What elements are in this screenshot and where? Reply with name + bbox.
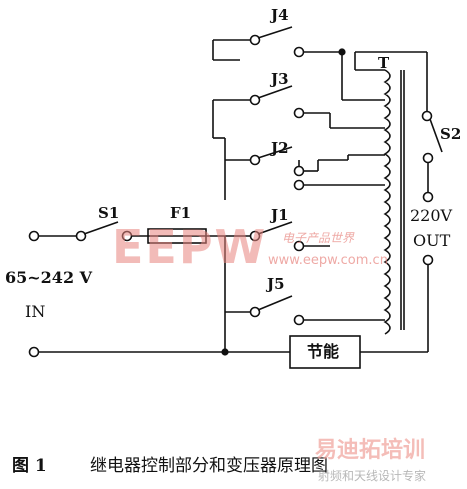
watermark-eepw-slogan: 电子产品世界 (282, 231, 355, 245)
label-j2: J2 (271, 139, 289, 157)
transformer-t (341, 52, 405, 335)
junction-dot-bottom (221, 348, 229, 356)
relay-j3 (212, 85, 385, 138)
watermark-corner-sub: 射频和天线设计专家 (318, 469, 427, 483)
figure-caption: 继电器控制部分和变压器原理图 (90, 456, 328, 476)
energy-saving-box (289, 335, 361, 369)
input-terminal-bottom (28, 346, 40, 358)
output-terminal-top (422, 191, 434, 203)
output-terminal-bottom (422, 254, 434, 266)
switch-s1 (75, 221, 133, 242)
watermark-eepw-logo: EEPW (112, 220, 268, 274)
switch-s2 (355, 51, 443, 203)
label-energy-saving: 节能 (307, 342, 340, 361)
fuse-f1 (131, 228, 225, 244)
label-output: OUT (413, 231, 451, 250)
figure-number: 图 1 (12, 456, 47, 476)
label-j4: J4 (271, 6, 289, 24)
label-output-voltage: 220V (410, 206, 453, 225)
label-j3: J3 (271, 70, 289, 88)
relay-j1 (225, 179, 385, 252)
label-t: T (378, 54, 390, 72)
watermark-eepw-url: www.eepw.com.cn (268, 253, 388, 268)
label-input: IN (25, 302, 46, 321)
label-s1: S1 (98, 204, 120, 222)
watermark-corner-logo: 易迪拓培训 (315, 438, 426, 463)
label-s2: S2 (440, 125, 462, 143)
label-f1: F1 (170, 204, 192, 222)
input-terminal-top (28, 230, 40, 242)
relay-j2 (213, 137, 385, 200)
label-input-voltage: 65~242 V (5, 268, 93, 287)
relay-j4 (212, 26, 342, 61)
label-j5: J5 (267, 275, 285, 293)
junction-dot-top (338, 48, 346, 56)
relay-j5 (225, 295, 385, 326)
label-j1: J1 (271, 206, 289, 224)
